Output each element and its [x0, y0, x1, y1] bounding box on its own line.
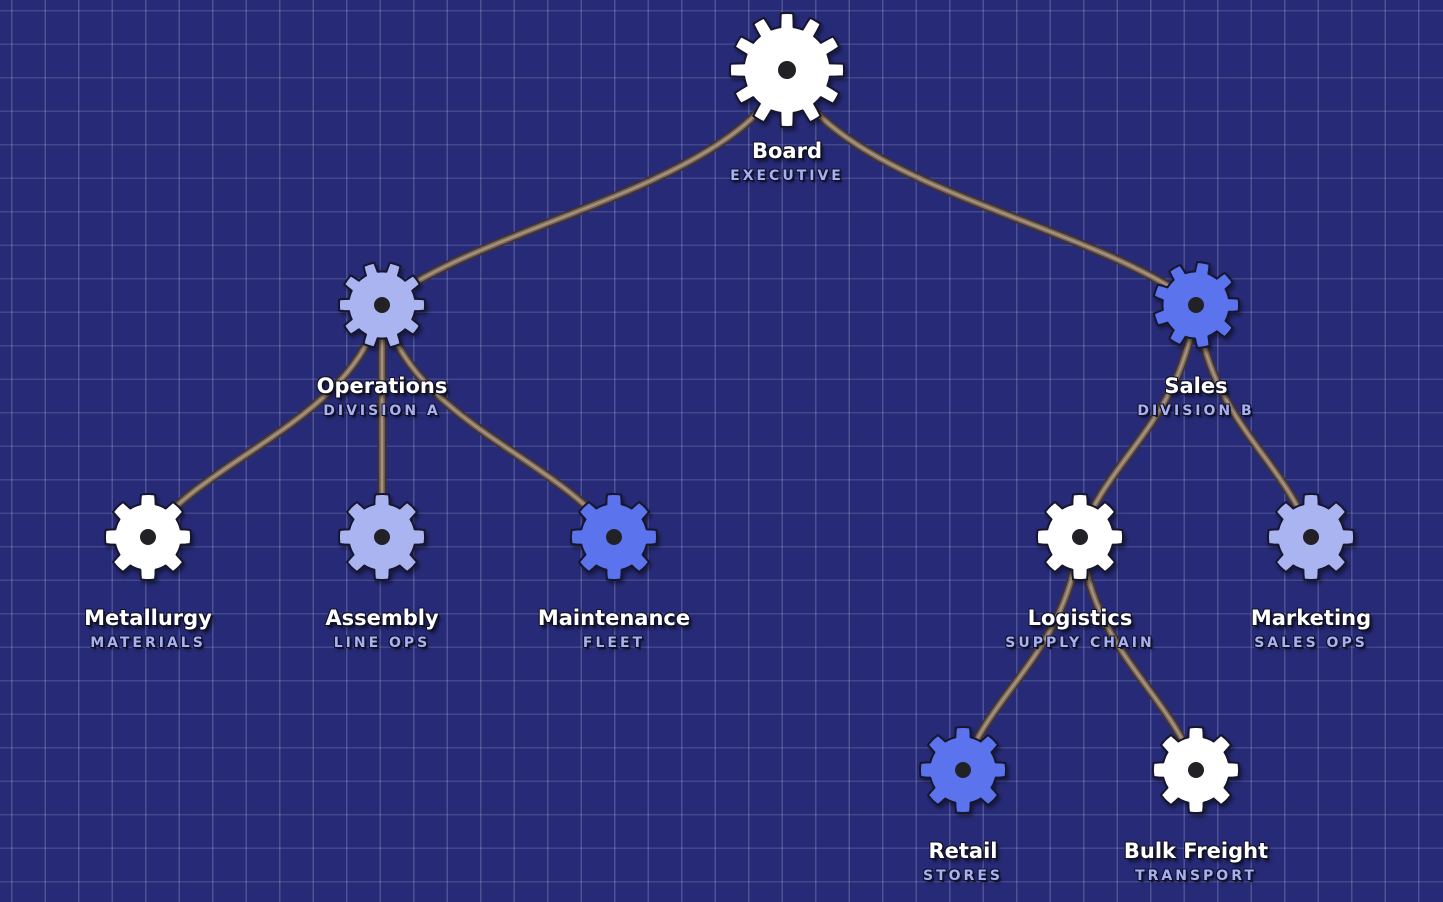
gear-shape-board [729, 12, 845, 128]
node-operations-gear[interactable] [339, 262, 425, 348]
node-maintenance-gear[interactable] [571, 494, 657, 580]
gears-group [104, 12, 1355, 814]
gear-shape-marketing [1267, 493, 1355, 581]
gear-shape-maintenance [570, 493, 658, 581]
gear-shape-sales [1152, 261, 1240, 349]
node-bulk-freight-gear[interactable] [1153, 727, 1239, 813]
node-sales-gear[interactable] [1153, 262, 1239, 348]
node-marketing-gear[interactable] [1268, 494, 1354, 580]
edge-operations-maintenance [377, 300, 619, 542]
gear-shape-metallurgy [104, 493, 192, 581]
edge-board-operations [377, 65, 792, 310]
gear-shape-bulk_freight [1152, 726, 1240, 814]
gear-shape-assembly [338, 493, 426, 581]
node-board-gear[interactable] [730, 13, 844, 127]
node-metallurgy-gear[interactable] [105, 494, 191, 580]
edge-operations-metallurgy [143, 300, 387, 542]
node-assembly-gear[interactable] [339, 494, 425, 580]
gear-shape-retail [919, 726, 1007, 814]
gear-shape-logistics [1036, 493, 1124, 581]
edge-board-sales [782, 65, 1201, 310]
edges-group [143, 65, 1316, 775]
node-logistics-gear[interactable] [1037, 494, 1123, 580]
gear-shape-operations [338, 261, 426, 349]
node-retail-gear[interactable] [920, 727, 1006, 813]
